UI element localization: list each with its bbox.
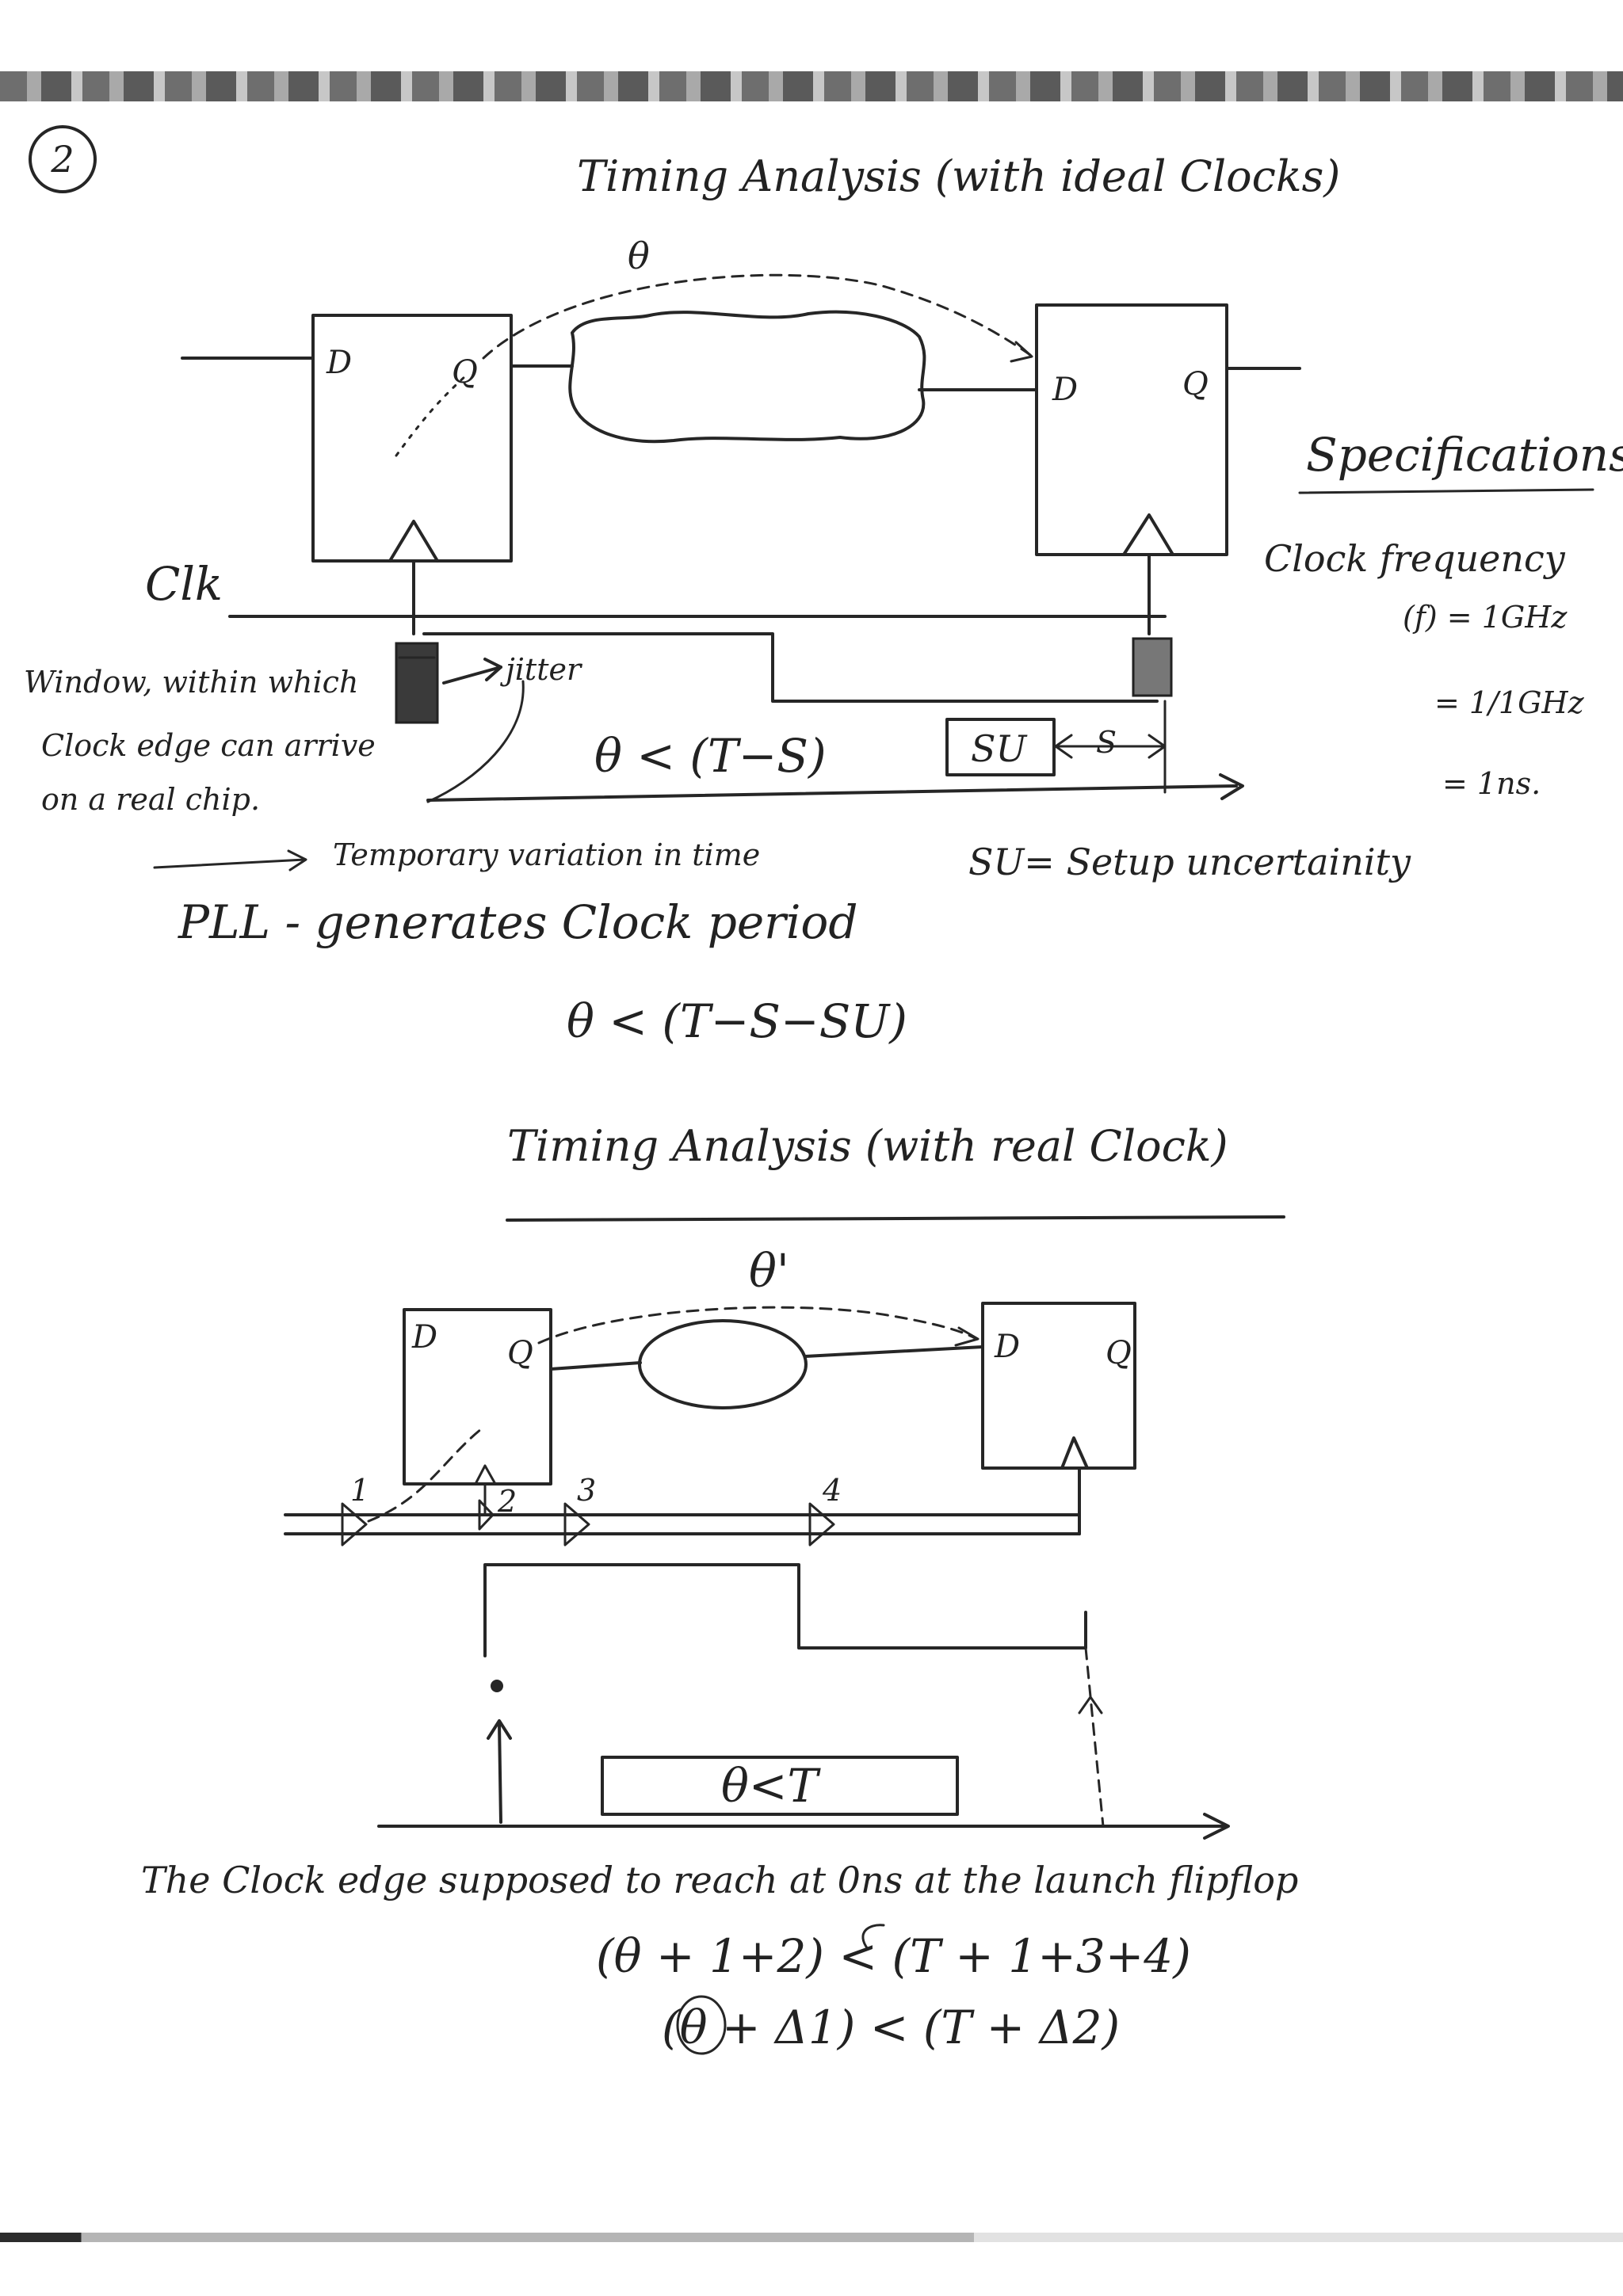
theta-arc-arrowhead-2: [954, 1326, 980, 1347]
jitter-arrow: [442, 666, 502, 685]
buffer-2-label: 2: [498, 1484, 517, 1519]
time-axis-2-arrowhead: [1203, 1813, 1230, 1840]
launch-note: The Clock edge supposed to reach at 0ns …: [141, 1859, 1299, 1901]
specifications-heading: Specifications: [1306, 428, 1623, 482]
window-note-line-2: Clock edge can arrive: [41, 728, 376, 763]
section1-inequality: θ < (T−S): [594, 729, 827, 783]
ff1-d-pin: D: [327, 345, 353, 381]
ff1-box-real: [403, 1308, 552, 1486]
su-box-label: SU: [971, 727, 1027, 770]
capture-edge-arrowhead: [1078, 1695, 1103, 1714]
window-note-line-1: Window, within which: [24, 665, 359, 700]
cloud-to-ff2-real-wire: [804, 1345, 984, 1358]
theta-path-arc-2: [537, 1306, 978, 1344]
spec-underline: [1298, 488, 1594, 494]
buffer-3-label: 3: [577, 1473, 597, 1508]
eq1-bracket-mark: [861, 1924, 885, 1951]
section2-title-underline: [506, 1215, 1285, 1222]
spec-clock-frequency: Clock frequency: [1264, 537, 1565, 580]
temporary-variation-arrow: [153, 858, 307, 869]
torn-top-edge: [0, 71, 1623, 101]
theta-path-arc-1: [482, 273, 1032, 360]
clock-buffer-1: [341, 1502, 368, 1547]
window-note-line-3: on a real chip.: [41, 782, 261, 817]
eq2-theta-circle: [676, 1995, 727, 2055]
launch-dot: [491, 1680, 503, 1692]
logic-cloud-1: [568, 310, 926, 444]
ff1-q-pin: Q: [452, 354, 478, 391]
window-boundary-curve: [426, 680, 525, 803]
page-number: 2: [29, 125, 97, 193]
ff2-box-real: [981, 1302, 1136, 1470]
buffer1-to-ff1-trace: [367, 1425, 487, 1523]
spec-frequency-value: (f) = 1GHz: [1403, 600, 1568, 635]
ff2-d-pin: D: [1052, 372, 1079, 408]
ff2-real-q-pin: Q: [1106, 1335, 1132, 1371]
clk-label: Clk: [145, 557, 223, 611]
ff2-clock-triangle: [1122, 513, 1174, 556]
s-span-label: S: [1096, 725, 1117, 760]
spec-period-value: = 1ns.: [1442, 766, 1541, 801]
launch-edge-arrowhead: [487, 1719, 512, 1740]
ff1-real-clock-triangle: [474, 1464, 497, 1486]
ff2-real-d-pin: D: [995, 1329, 1021, 1365]
section2-path-delay-label: θ': [749, 1244, 789, 1298]
spec-period-formula: = 1/1GHz: [1434, 685, 1584, 720]
clk-waveform: [422, 632, 1159, 703]
section1-inequality-su: θ < (T−S−SU): [567, 994, 907, 1048]
ff2-q-pin: Q: [1182, 366, 1209, 402]
launch-edge-arrow: [498, 1722, 502, 1824]
equation-2: (θ + Δ1) < (T + Δ2): [662, 2000, 1121, 2054]
pll-note: PLL - generates Clock period: [178, 895, 858, 949]
ff2-real-clock-triangle: [1060, 1436, 1089, 1470]
jitter-window-ff1: [395, 642, 439, 724]
buffer-4-label: 4: [823, 1473, 842, 1508]
theta-lt-t-box: [601, 1756, 959, 1816]
buffer-1-label: 1: [350, 1473, 370, 1508]
ff1-real-q-wire: [549, 1361, 642, 1371]
ff2-box: [1035, 303, 1228, 556]
jitter-label: jitter: [506, 652, 582, 687]
equation-1: (θ + 1+2) < (T + 1+3+4): [596, 1929, 1191, 1983]
s-span-left-arrowhead: [1054, 734, 1073, 759]
theta-arc-arrowhead-1: [1010, 341, 1033, 363]
clock-buffer-3: [563, 1502, 590, 1547]
section2-title: Timing Analysis (with real Clock): [507, 1121, 1228, 1171]
section1-title: Timing Analysis (with ideal Clocks): [577, 151, 1341, 201]
ff1-real-d-pin: D: [412, 1319, 438, 1356]
temporary-variation-arrowhead: [287, 849, 307, 871]
theta-lt-t-label: θ<T: [721, 1759, 819, 1813]
su-definition: SU= Setup uncertainity: [968, 841, 1411, 883]
jitter-arrowhead: [483, 658, 502, 681]
temporary-variation-note: Temporary variation in time: [333, 837, 761, 872]
ff1-clock-triangle: [388, 520, 439, 563]
capture-edge-dashed: [1084, 1646, 1105, 1828]
ff1-real-q-pin: Q: [507, 1335, 533, 1371]
clock-buffer-2: [478, 1499, 495, 1531]
clock-buffer-4: [808, 1502, 835, 1547]
time-axis-1: [426, 784, 1238, 802]
torn-bottom-edge: [0, 2233, 1623, 2242]
time-axis-1-arrowhead: [1219, 773, 1244, 800]
logic-cloud-2: [638, 1319, 808, 1409]
section1-path-delay-label: θ: [628, 235, 650, 277]
clk-waveform-real: [483, 1563, 1087, 1657]
jitter-window-ff2: [1132, 637, 1173, 697]
